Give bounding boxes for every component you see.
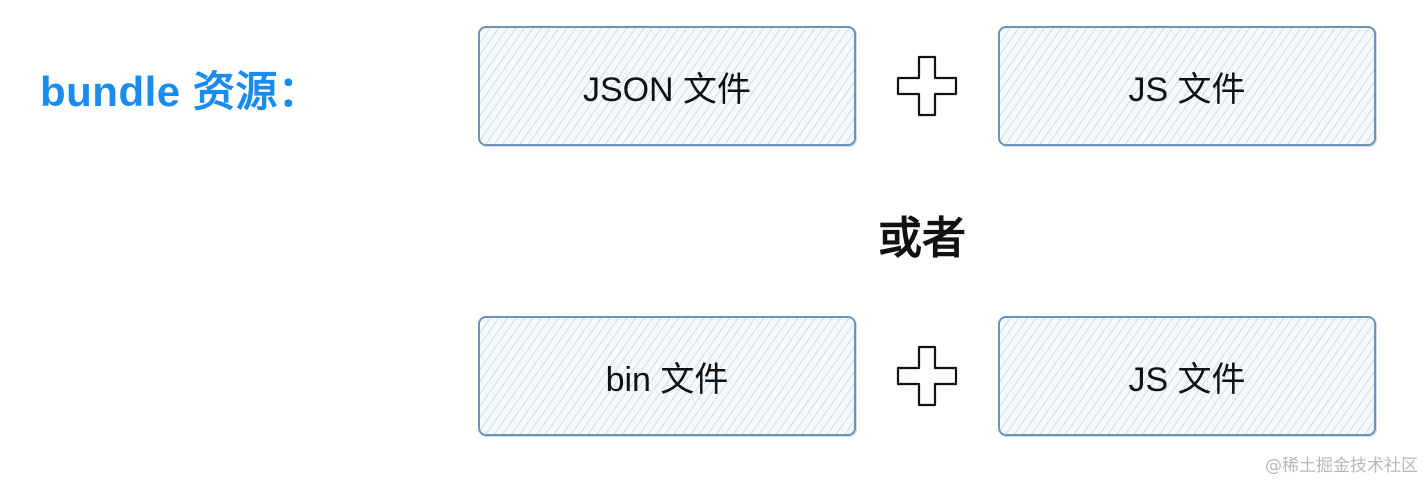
or-separator: 或者 <box>878 214 966 263</box>
plus-icon <box>896 345 958 407</box>
watermark: @稀土掘金技术社区 <box>1265 456 1418 476</box>
js-file-box-top: JS 文件 <box>998 26 1376 146</box>
js-file-box-bottom: JS 文件 <box>998 316 1376 436</box>
plus-icon <box>896 55 958 117</box>
bin-file-label: bin 文件 <box>605 360 729 399</box>
json-file-label: JSON 文件 <box>582 70 752 109</box>
js-file-label-bottom: JS 文件 <box>1128 360 1246 399</box>
diagram-title: bundle 资源： <box>40 68 321 115</box>
js-file-label-top: JS 文件 <box>1128 70 1246 109</box>
bin-file-box: bin 文件 <box>478 316 856 436</box>
json-file-box: JSON 文件 <box>478 26 856 146</box>
